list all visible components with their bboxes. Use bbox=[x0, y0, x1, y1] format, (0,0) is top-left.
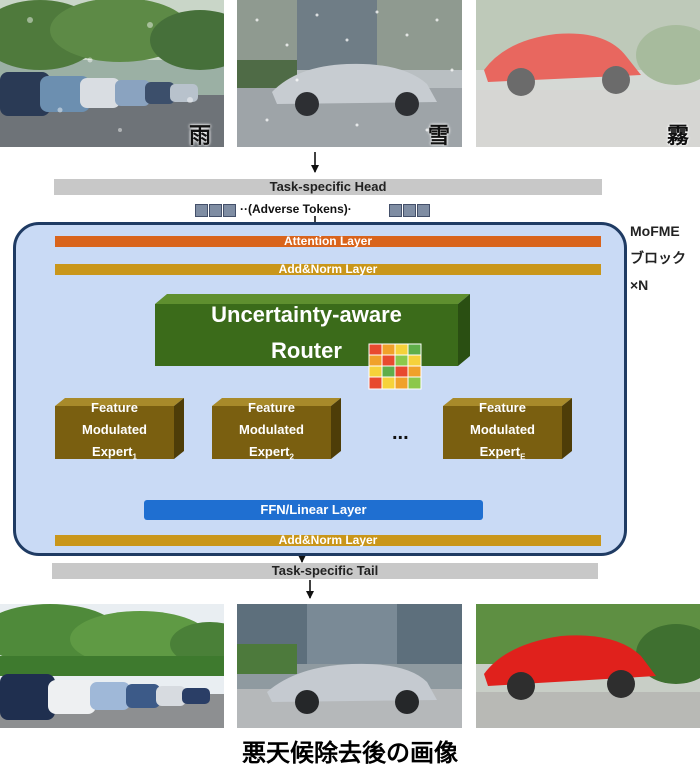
expert-name: Expert bbox=[92, 444, 133, 459]
expert-name: Expert bbox=[479, 444, 521, 459]
expert-1-box bbox=[55, 398, 184, 459]
fog-label: 霧 bbox=[667, 124, 690, 147]
block-label-line: MoFME bbox=[630, 223, 680, 239]
token-icon bbox=[417, 204, 430, 217]
expert-line: Feature bbox=[248, 400, 295, 415]
expert-e-box bbox=[443, 398, 572, 459]
router-title: Uncertainty-aware Router bbox=[155, 297, 458, 369]
input-image-snow: 雪 bbox=[237, 0, 462, 147]
mofme-block-label: MoFME ブロック ×N bbox=[630, 218, 686, 299]
experts-ellipsis: ... bbox=[392, 422, 409, 444]
expert-line: Modulated bbox=[82, 422, 147, 437]
snow-label: 雪 bbox=[428, 124, 451, 147]
router-line2: Router bbox=[271, 338, 342, 363]
expert-name: Expert bbox=[249, 444, 290, 459]
task-specific-head: Task-specific Head bbox=[54, 179, 602, 195]
expert-e-label: Feature Modulated ExpertE bbox=[443, 397, 562, 469]
token-icon bbox=[223, 204, 236, 217]
expert-2-label: Feature Modulated Expert2 bbox=[212, 397, 331, 469]
task-specific-tail: Task-specific Tail bbox=[52, 563, 598, 579]
rain-label: 雨 bbox=[189, 124, 212, 147]
expert-index: 1 bbox=[132, 452, 137, 462]
router-probability-grid-icon bbox=[368, 343, 422, 390]
output-image-parking bbox=[0, 604, 224, 728]
expert-1-label: Feature Modulated Expert1 bbox=[55, 397, 174, 469]
add-norm-layer-bottom: Add&Norm Layer bbox=[55, 534, 601, 546]
adverse-tokens-label: ··(Adverse Tokens)· bbox=[240, 202, 352, 216]
expert-index: 2 bbox=[289, 452, 294, 462]
token-icon bbox=[389, 204, 402, 217]
expert-line: Expert2 bbox=[212, 441, 331, 469]
output-image-red-car bbox=[476, 604, 700, 728]
token-icon bbox=[209, 204, 222, 217]
block-label-line: ×N bbox=[630, 277, 649, 293]
block-label-line: ブロック bbox=[630, 250, 686, 266]
router-line1: Uncertainty-aware bbox=[211, 302, 402, 327]
token-icon bbox=[403, 204, 416, 217]
expert-index: E bbox=[520, 452, 526, 462]
output-caption: 悪天候除去後の画像 bbox=[242, 739, 458, 767]
expert-line: Expert1 bbox=[55, 441, 174, 469]
add-norm-layer-top: Add&Norm Layer bbox=[55, 263, 601, 275]
expert-line: Feature bbox=[479, 400, 526, 415]
expert-line: ExpertE bbox=[443, 441, 562, 469]
ffn-linear-layer: FFN/Linear Layer bbox=[144, 500, 483, 520]
expert-line: Modulated bbox=[470, 422, 535, 437]
expert-line: Modulated bbox=[239, 422, 304, 437]
token-icon bbox=[195, 204, 208, 217]
input-image-rain: 雨 bbox=[0, 0, 224, 147]
expert-2-box bbox=[212, 398, 341, 459]
output-image-silver-car bbox=[237, 604, 462, 728]
input-image-fog: 霧 bbox=[476, 0, 700, 147]
attention-layer: Attention Layer bbox=[55, 235, 601, 247]
expert-line: Feature bbox=[91, 400, 138, 415]
